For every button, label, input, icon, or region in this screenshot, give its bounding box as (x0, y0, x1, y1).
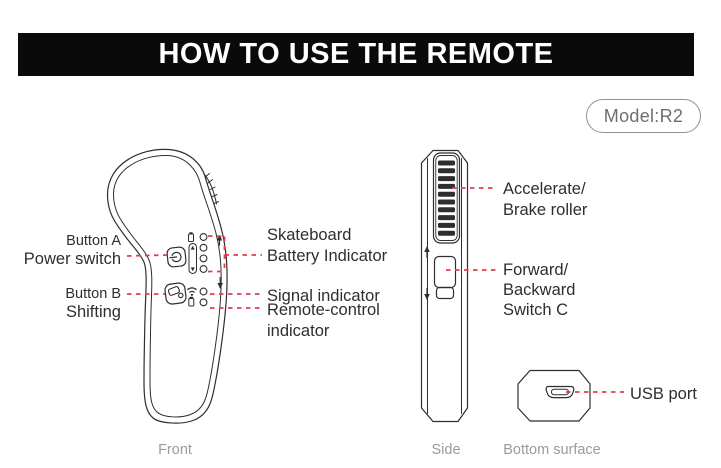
wifi-signal-icon (187, 287, 197, 296)
model-badge-label: Model:R2 (603, 105, 684, 126)
label-remote-indicator: Remote-control indicator (267, 300, 380, 342)
button-a-drawing (166, 246, 187, 268)
label-power-switch: Power switch (23, 250, 121, 268)
switch-c-drawing (433, 255, 457, 300)
shifting-skate-icon (167, 286, 184, 299)
remote-led (199, 298, 208, 307)
label-signal-indicator: Signal indicator (267, 287, 380, 305)
label-button-b: Button B Shifting (18, 286, 121, 321)
label-button-b-line1: Button B (65, 286, 121, 302)
label-roller-line1: Accelerate/ (503, 180, 586, 198)
label-button-a-line1: Button A (66, 233, 121, 249)
label-shifting: Shifting (65, 303, 121, 321)
model-badge: Model:R2 (586, 99, 701, 133)
power-icon (169, 251, 182, 263)
side-up-arrow-icon (424, 246, 430, 259)
remote-battery-icon (188, 296, 195, 307)
label-usb-port: USB port (630, 385, 697, 403)
callout-line-battery-top-stub (207, 235, 225, 238)
caption-side: Side (431, 442, 461, 458)
label-skateboard-battery: Skateboard Battery Indicator (267, 225, 387, 267)
button-b-drawing (164, 282, 187, 305)
label-switch-c-line3: Switch C (503, 301, 569, 319)
label-remote-indicator-line2: indicator (267, 322, 330, 340)
bottom-surface-drawing (517, 369, 591, 422)
label-switch-c-line1: Forward/ (503, 261, 569, 279)
callout-line-power-switch (126, 254, 168, 257)
label-roller-line2: Brake roller (503, 201, 588, 219)
signal-led (199, 287, 208, 296)
side-down-arrow-icon (424, 287, 430, 300)
skateboard-battery-icon (188, 232, 194, 242)
page-title: HOW TO USE THE REMOTE (158, 38, 554, 70)
front-down-arrow-icon (217, 276, 223, 289)
caption-front: Front (158, 442, 192, 458)
label-remote-indicator-line1: Remote-control (267, 301, 380, 319)
caption-bottom-surface: Bottom surface (503, 442, 601, 458)
label-button-a: Button A Power switch (18, 233, 121, 268)
roller-direction-pill (188, 243, 197, 274)
label-roller: Accelerate/ Brake roller (503, 179, 587, 221)
roller-ridges (438, 160, 455, 236)
side-remote-outline (420, 149, 469, 423)
label-skateboard-battery-line1: Skateboard (267, 226, 352, 244)
label-switch-c: Forward/ Backward Switch C (503, 260, 575, 320)
front-roller-ridges (203, 173, 219, 205)
label-skateboard-battery-line2: Battery Indicator (267, 247, 388, 265)
header-banner: HOW TO USE THE REMOTE (18, 33, 694, 76)
front-remote-outline (106, 148, 228, 424)
label-switch-c-line2: Backward (503, 281, 576, 299)
front-up-arrow-icon (216, 234, 223, 246)
roller-drawing (432, 152, 461, 244)
callout-lines (126, 187, 624, 393)
battery-led-lights (199, 233, 208, 273)
